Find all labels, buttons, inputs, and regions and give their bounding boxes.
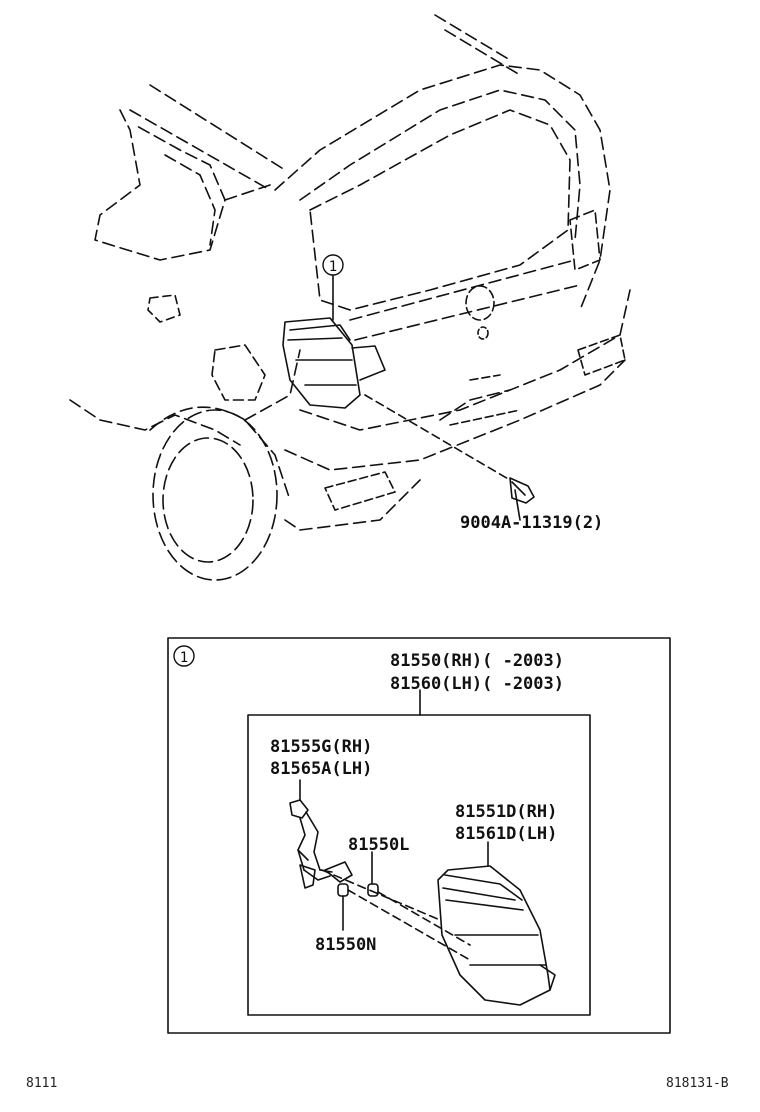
guide-line-1: [347, 889, 471, 961]
label-lens-lh: 81561D(LH): [455, 824, 557, 844]
footer-right-code: 818131-B: [666, 1076, 729, 1091]
label-bulb-l: 81550L: [348, 835, 409, 855]
callout-circle-box: 1: [173, 645, 195, 667]
lamp-lens-icon: [437, 841, 556, 1006]
bulb-81550N-icon: [337, 883, 349, 931]
bolt-icon: [509, 477, 535, 521]
bolt-guide-line: [364, 394, 511, 481]
tail-lamp-on-car: [282, 317, 386, 409]
label-lens-rh: 81551D(RH): [455, 802, 557, 822]
callout-circle-car: 1: [322, 254, 344, 276]
label-bolt: 9004A-11319(2): [460, 513, 603, 533]
guide-line-2: [377, 891, 471, 946]
svg-text:1: 1: [329, 259, 337, 275]
socket-wire-harness: [289, 779, 353, 889]
guide-line-3: [321, 869, 441, 921]
label-lamp-assy-rh: 81550(RH)( -2003): [390, 651, 564, 671]
label-lamp-assy-lh: 81560(LH)( -2003): [390, 674, 564, 694]
bulb-81550L-icon: [367, 851, 379, 897]
footer-left-code: 8111: [26, 1076, 58, 1091]
svg-text:1: 1: [180, 650, 188, 666]
label-bulb-n: 81550N: [315, 935, 376, 955]
label-socket-lh: 81565A(LH): [270, 759, 372, 779]
car-rear-illustration: [69, 14, 631, 581]
assembly-frame-outer: [167, 637, 671, 1034]
assembly-frame-inner: [247, 714, 591, 1016]
label-socket-rh: 81555G(RH): [270, 737, 372, 757]
